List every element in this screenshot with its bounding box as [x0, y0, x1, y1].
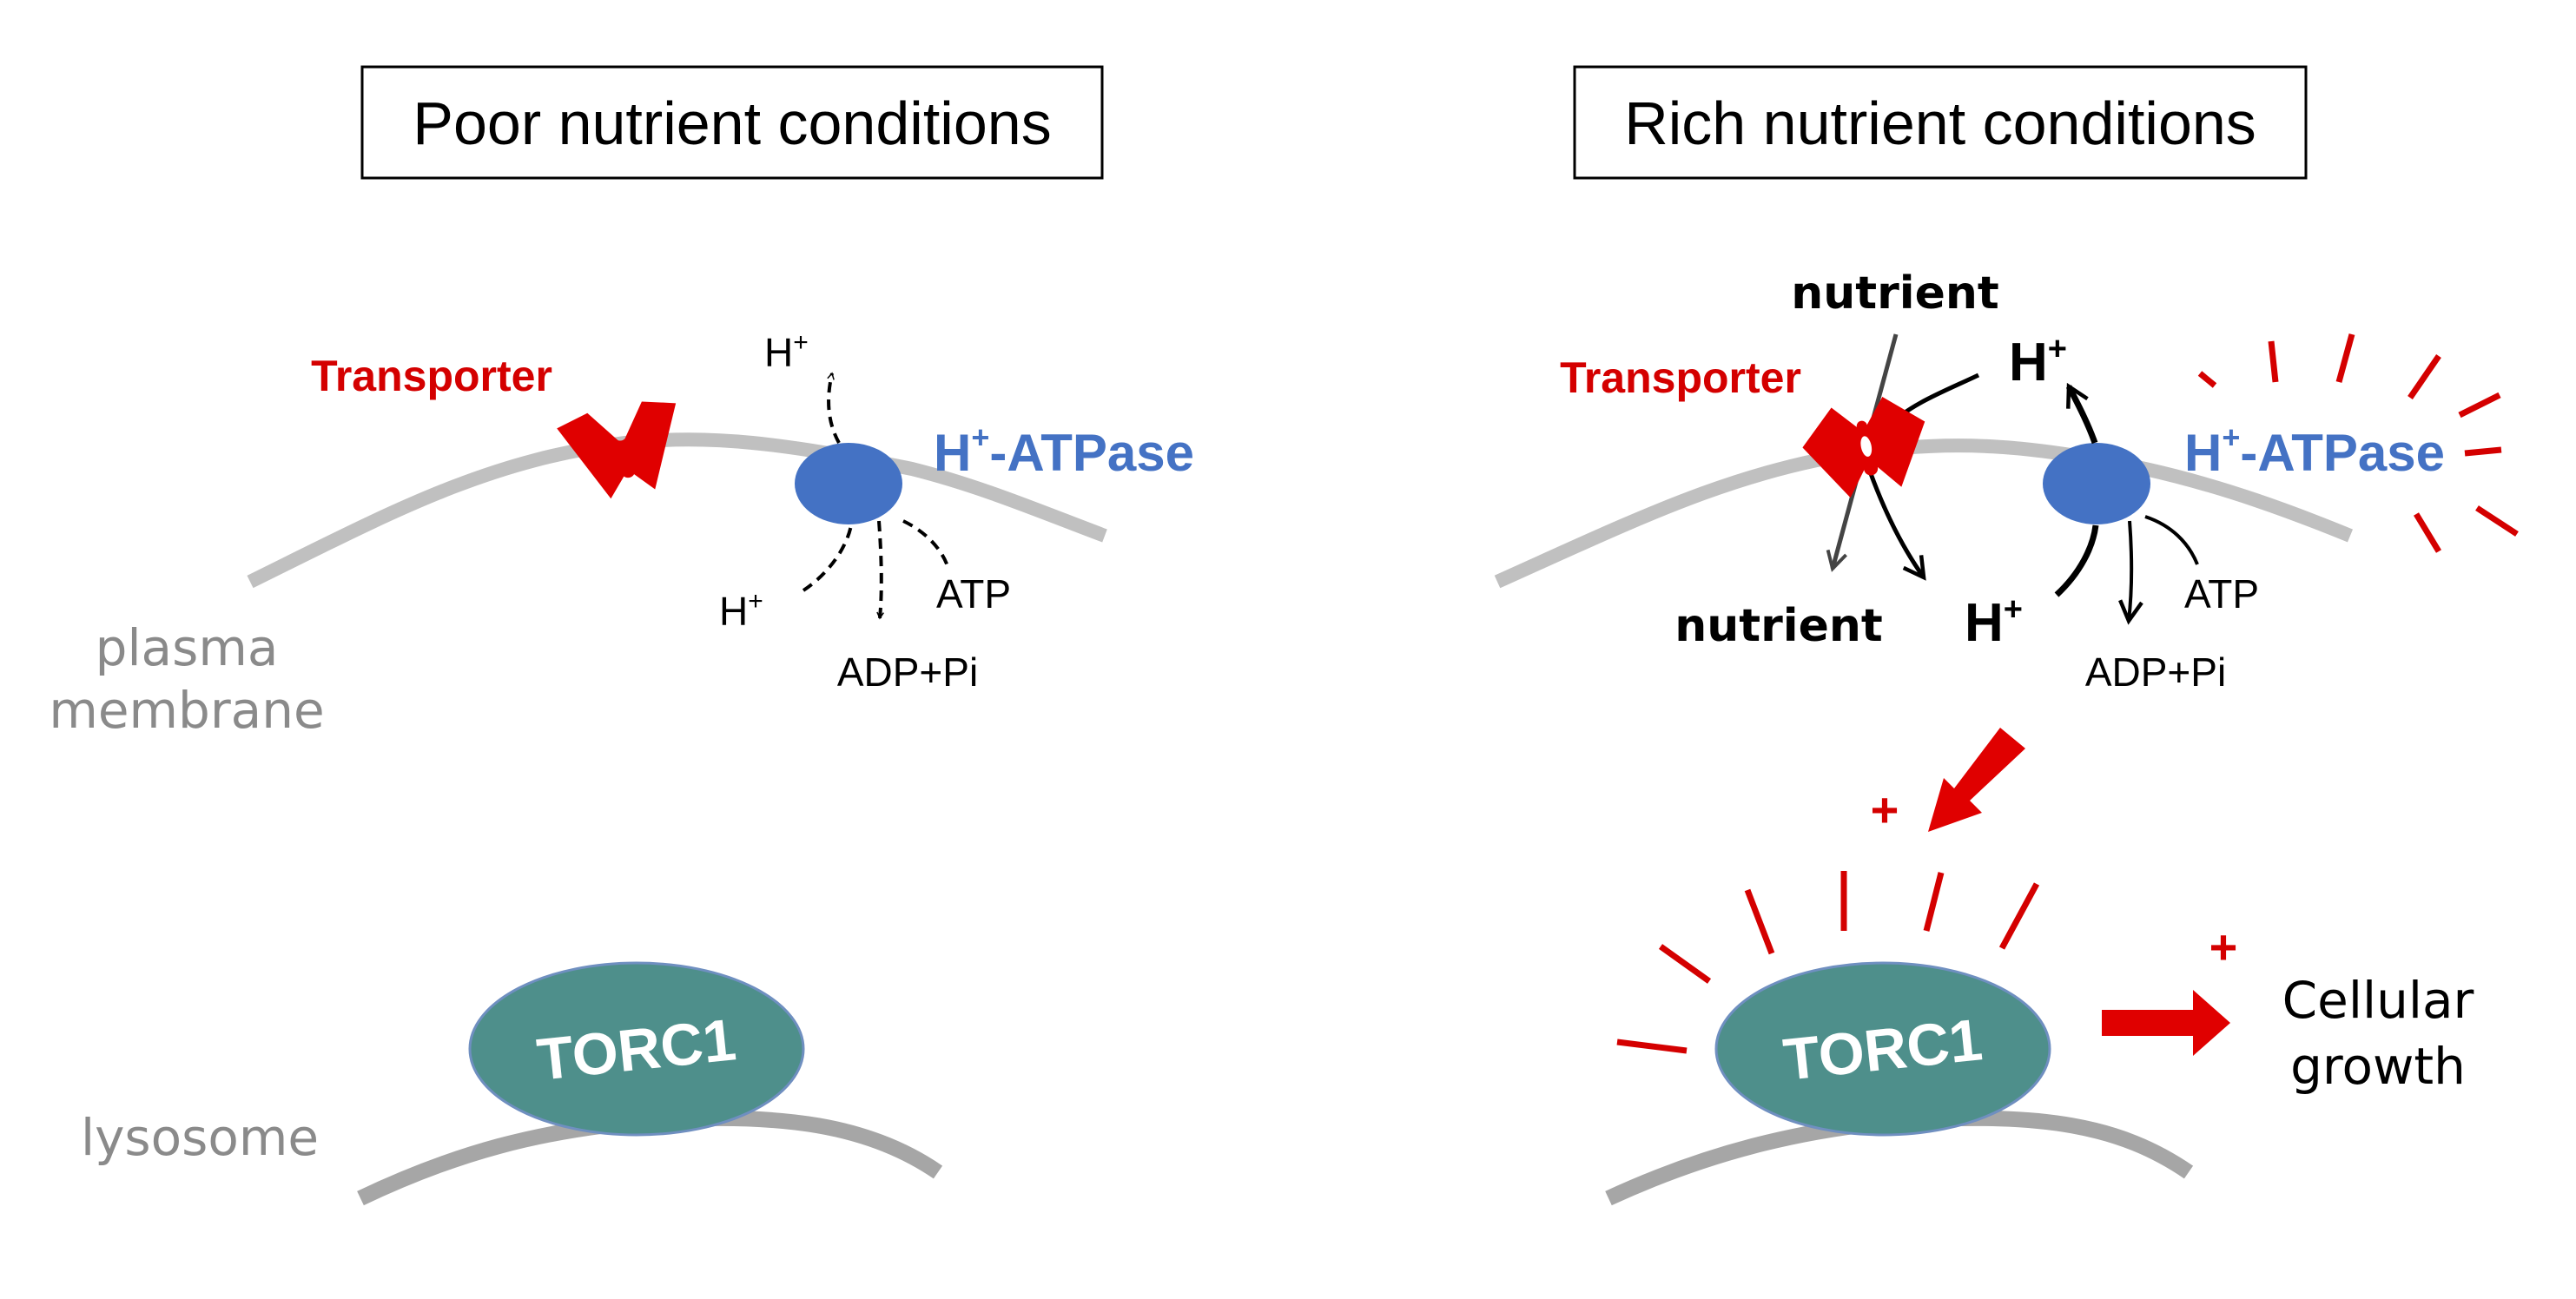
right-adp-arrow — [2118, 520, 2143, 625]
right-title: Rich nutrient conditions — [1624, 89, 2256, 157]
right-adp: ADP+Pi — [2085, 650, 2226, 695]
right-h-cotransport-arrow — [1866, 468, 1926, 581]
left-membrane-label-1: plasma — [96, 618, 279, 677]
left-h-in-path — [802, 524, 853, 592]
right-h-atpase — [2043, 443, 2150, 524]
activation-arrow-down — [1928, 728, 2025, 832]
left-atpase-label: H+-ATPase — [934, 419, 1194, 482]
left-atp: ATP — [936, 571, 1011, 617]
left-h-atpase — [795, 443, 902, 524]
right-atp-path — [2144, 515, 2199, 565]
left-h-in: H+ — [719, 587, 763, 634]
right-title-box — [1573, 65, 2308, 180]
right-nutrient-out: nutrient — [1791, 267, 1999, 320]
left-panel: Poor nutrient conditions plasma membrane… — [49, 65, 1194, 1206]
right-torc1 — [1714, 961, 2051, 1137]
right-h-in: H+ — [1965, 591, 2023, 653]
growth-arrow — [2102, 990, 2230, 1056]
growth-label-1: Cellular — [2282, 971, 2474, 1030]
left-h-out-arrow — [827, 373, 841, 444]
right-plasma-membrane — [1494, 438, 2354, 589]
right-h-in-path — [2054, 524, 2099, 597]
torc1-activation-rays — [1616, 871, 2040, 1054]
plus-sign-2: + — [2209, 920, 2238, 974]
left-membrane-label-2: membrane — [49, 681, 324, 740]
right-atp: ATP — [2184, 571, 2259, 617]
right-h-out-arrow — [2065, 382, 2098, 445]
left-lysosome-label: lysosome — [81, 1108, 319, 1167]
growth-label-2: growth — [2290, 1037, 2466, 1096]
left-atp-path — [902, 519, 950, 570]
atpase-activation-rays — [2197, 333, 2519, 553]
left-transporter — [557, 401, 677, 499]
left-title-box — [360, 65, 1104, 180]
right-transporter — [1802, 397, 1925, 498]
left-plasma-membrane — [247, 432, 1107, 589]
left-title: Poor nutrient conditions — [413, 89, 1051, 157]
right-h-out: H+ — [2009, 331, 2067, 392]
plus-sign-1: + — [1871, 782, 1899, 837]
right-nutrient-in: nutrient — [1674, 600, 1883, 652]
left-adp: ADP+Pi — [837, 650, 978, 695]
right-atpase-label: H+-ATPase — [2184, 419, 2445, 482]
left-adp-arrow — [879, 520, 882, 618]
right-transporter-label: Transporter — [1560, 353, 1801, 402]
left-h-out: H+ — [764, 328, 809, 375]
right-panel: Rich nutrient conditions nutrient nutrie… — [1494, 65, 2519, 1206]
left-torc1 — [468, 961, 805, 1137]
left-transporter-label: Transporter — [311, 352, 552, 400]
